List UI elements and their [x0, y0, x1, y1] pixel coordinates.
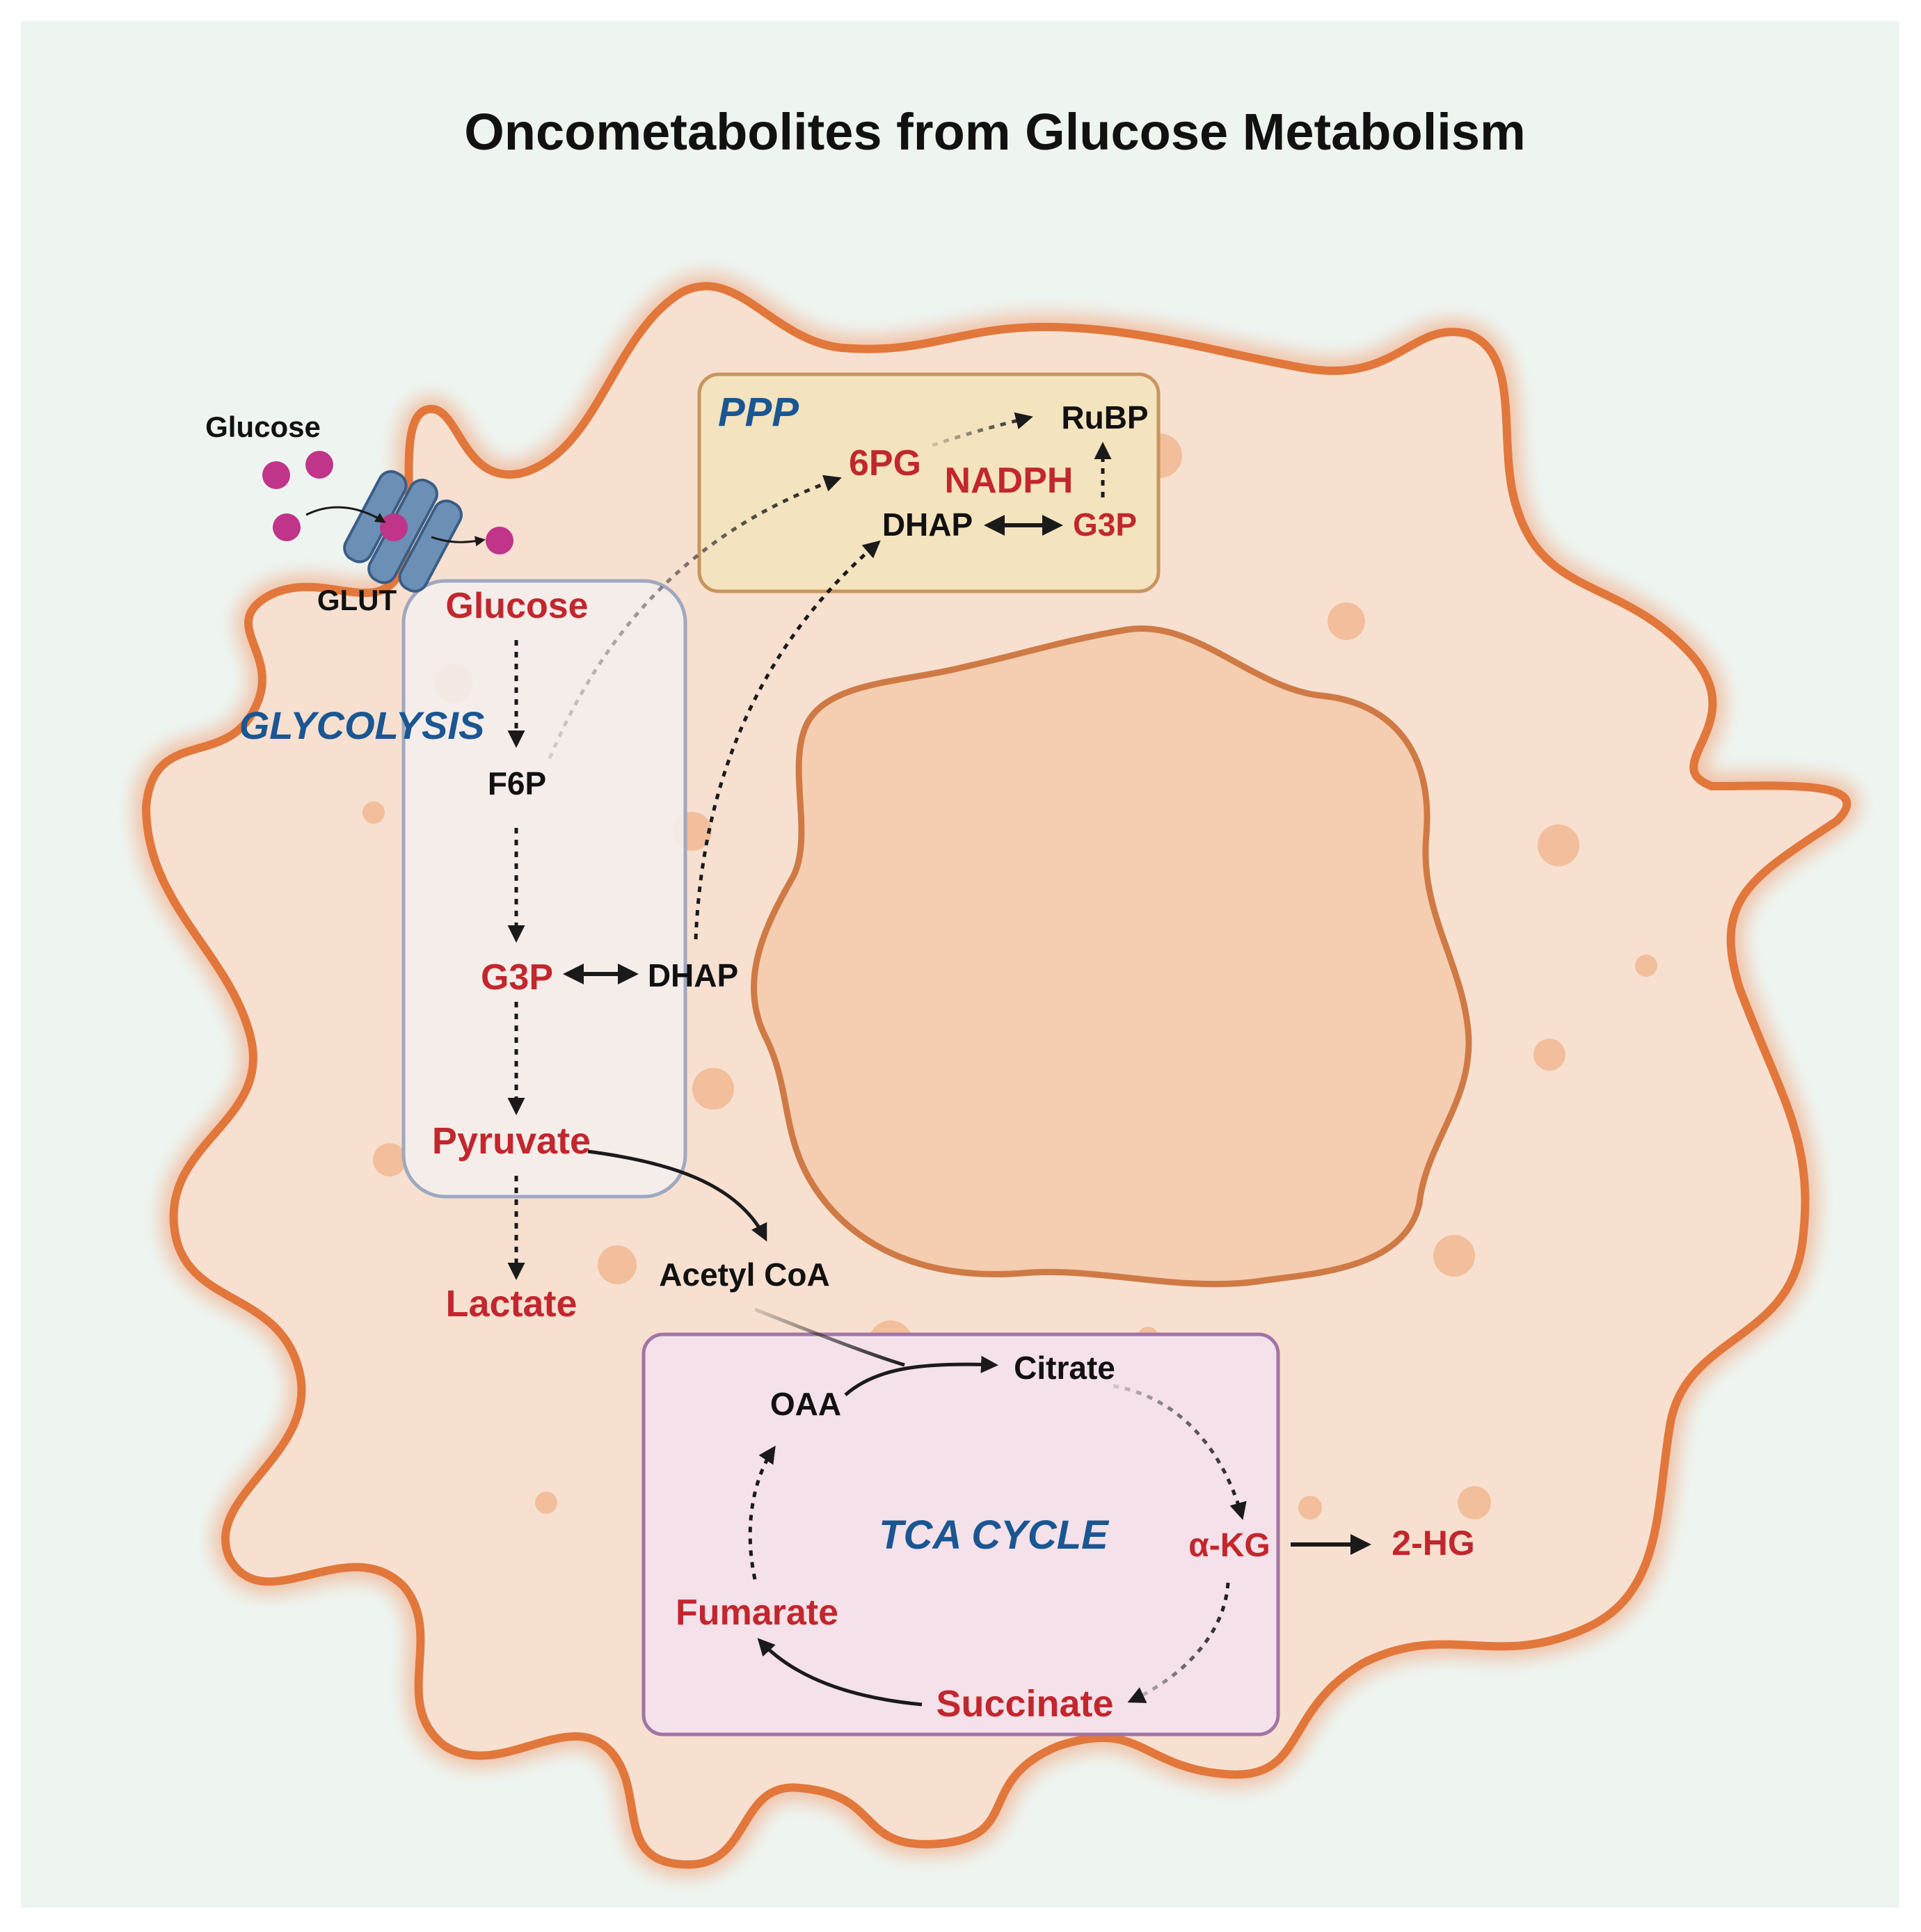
vesicle: [362, 801, 385, 824]
glut-label: GLUT: [317, 584, 397, 616]
diagram-title: Oncometabolites from Glucose Metabolism: [464, 103, 1526, 161]
vesicle: [1328, 602, 1365, 640]
arrow-pyruvate-to-acetyl-coa: [587, 1149, 767, 1242]
glucose-molecule: [273, 513, 301, 541]
arrow-oaa-to-citrate: [844, 1355, 998, 1396]
tca-panel: [641, 1332, 1280, 1737]
glucose-molecules-icon: [262, 451, 513, 554]
tca-2hg: 2-HG: [1392, 1524, 1474, 1563]
glycolysis-lactate: Lactate: [445, 1283, 577, 1325]
vesicle: [1635, 955, 1657, 977]
ppp-dhap: DHAP: [882, 506, 973, 543]
tca-citrate: Citrate: [1014, 1350, 1115, 1386]
glucose-release-arrow: [431, 536, 486, 547]
arrow-fumarate-to-oaa: [748, 1445, 776, 1580]
arrow-citrate-to-akg: [1113, 1384, 1247, 1520]
acetyl-coa-label: Acetyl CoA: [659, 1256, 829, 1293]
glucose-molecule: [262, 461, 290, 489]
tca-succinate: Succinate: [936, 1683, 1113, 1725]
tca-fumarate: Fumarate: [676, 1592, 838, 1633]
tca-label: TCA CYCLE: [879, 1512, 1110, 1558]
arrow-f6p-to-6pg: [548, 474, 842, 759]
vesicle: [1298, 1496, 1322, 1519]
vesicle: [598, 1245, 637, 1284]
glycolysis-glucose: Glucose: [445, 586, 588, 626]
arrow-acetyl-coa-to-citrate: [754, 1307, 905, 1367]
ppp-g3p: G3P: [1073, 506, 1137, 543]
arrow-6pg-to-rubp: [932, 412, 1033, 447]
tca-akg: α-KG: [1188, 1527, 1270, 1564]
vesicle: [1533, 1039, 1565, 1071]
vesicle: [692, 1068, 734, 1110]
glycolysis-f6p: F6P: [488, 765, 546, 801]
ppp-nadph: NADPH: [945, 461, 1074, 501]
vesicle: [1433, 1235, 1475, 1277]
vesicle: [1458, 1486, 1491, 1519]
glucose-external-label: Glucose: [205, 410, 321, 443]
nucleus: [750, 625, 1472, 1288]
arrow-succinate-to-fumarate: [757, 1638, 923, 1707]
ppp-label: PPP: [718, 390, 799, 435]
ppp-6pg: 6PG: [849, 443, 921, 484]
glycolysis-dhap: DHAP: [648, 957, 738, 993]
glucose-uptake-arrow: [305, 506, 386, 523]
glycolysis-label: GLYCOLYSIS: [239, 703, 485, 747]
glucose-molecule: [486, 527, 513, 554]
ppp-panel: [697, 372, 1161, 593]
tca-oaa: OAA: [770, 1386, 841, 1422]
glycolysis-pyruvate: Pyruvate: [432, 1120, 591, 1162]
glycolysis-panel: [401, 579, 687, 1199]
ppp-rubp: RuBP: [1061, 399, 1148, 436]
vesicle: [1538, 824, 1579, 866]
vesicle: [373, 1143, 406, 1176]
vesicle: [535, 1492, 557, 1514]
glucose-molecule: [305, 451, 333, 479]
glycolysis-g3p: G3P: [481, 957, 553, 998]
glucose-molecule: [380, 513, 408, 541]
